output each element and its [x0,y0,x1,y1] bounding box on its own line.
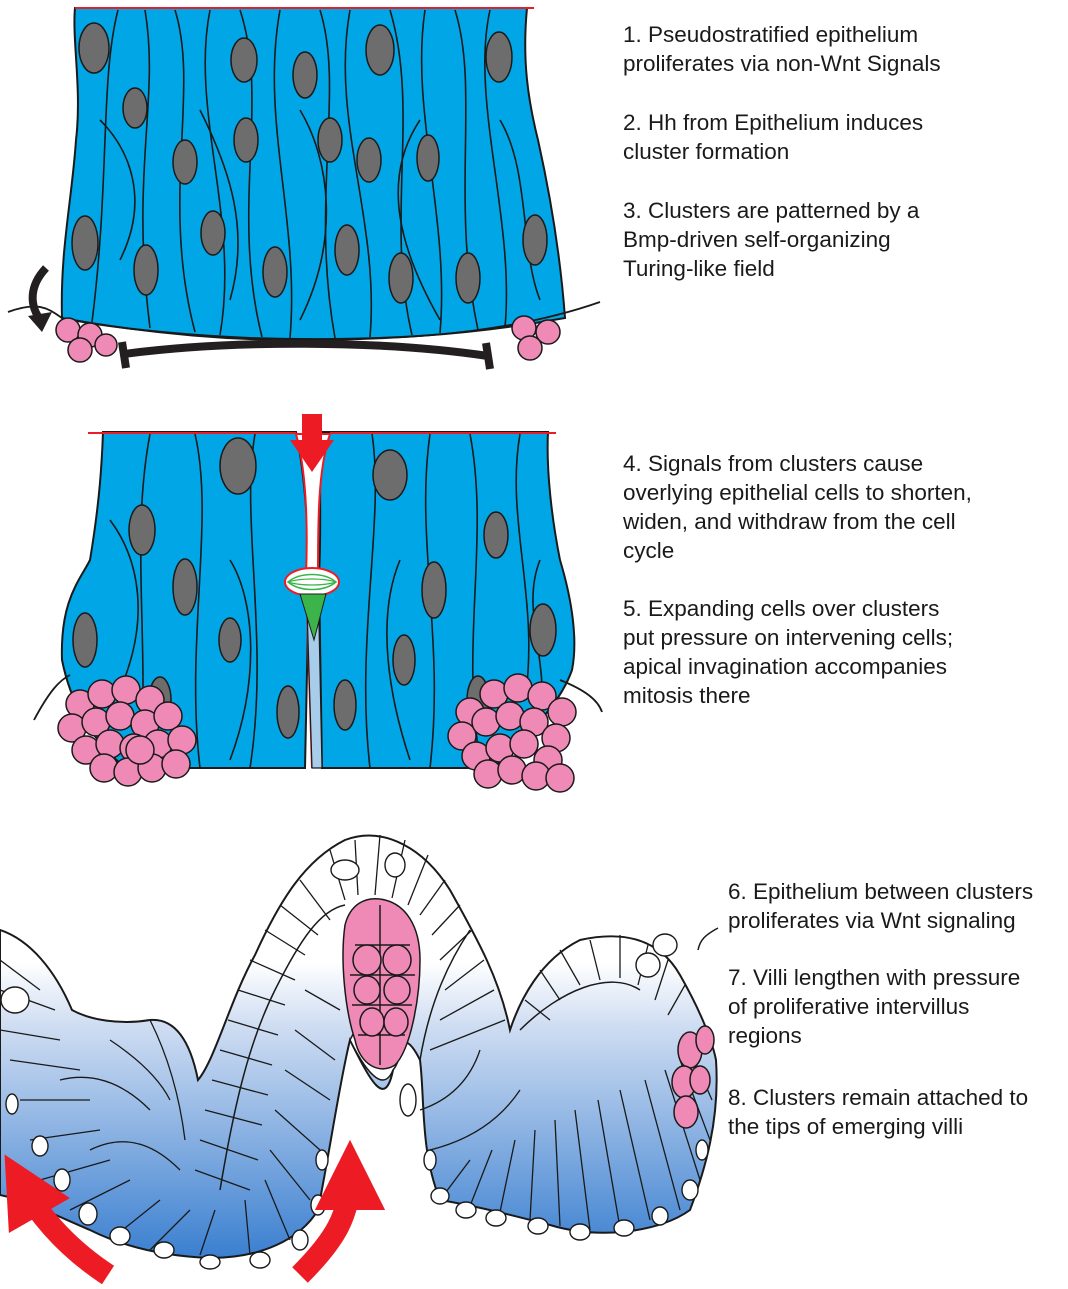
caption-2: 2. Hh from Epithelium induces cluster fo… [623,108,923,166]
caption-1: 1. Pseudostratified epithelium prolifera… [623,20,941,78]
caption-4: 4. Signals from clusters cause overlying… [623,449,972,565]
stage2-epithelium [34,414,602,792]
caption-8: 8. Clusters remain attached to the tips … [728,1083,1028,1141]
stage1-inhibition-bracket [124,344,488,356]
caption-6: 6. Epithelium between clusters prolifera… [728,877,1033,935]
caption-5: 5. Expanding cells over clusters put pre… [623,594,953,710]
caption-3: 3. Clusters are patterned by a Bmp-drive… [623,196,919,283]
stage1-epithelium [8,8,600,369]
stage1-curved-arrow-head [28,312,52,332]
caption-7: 7. Villi lengthen with pressure of proli… [728,963,1020,1050]
stage3-villi [0,835,718,1275]
stage3-pointer-line [698,928,718,950]
